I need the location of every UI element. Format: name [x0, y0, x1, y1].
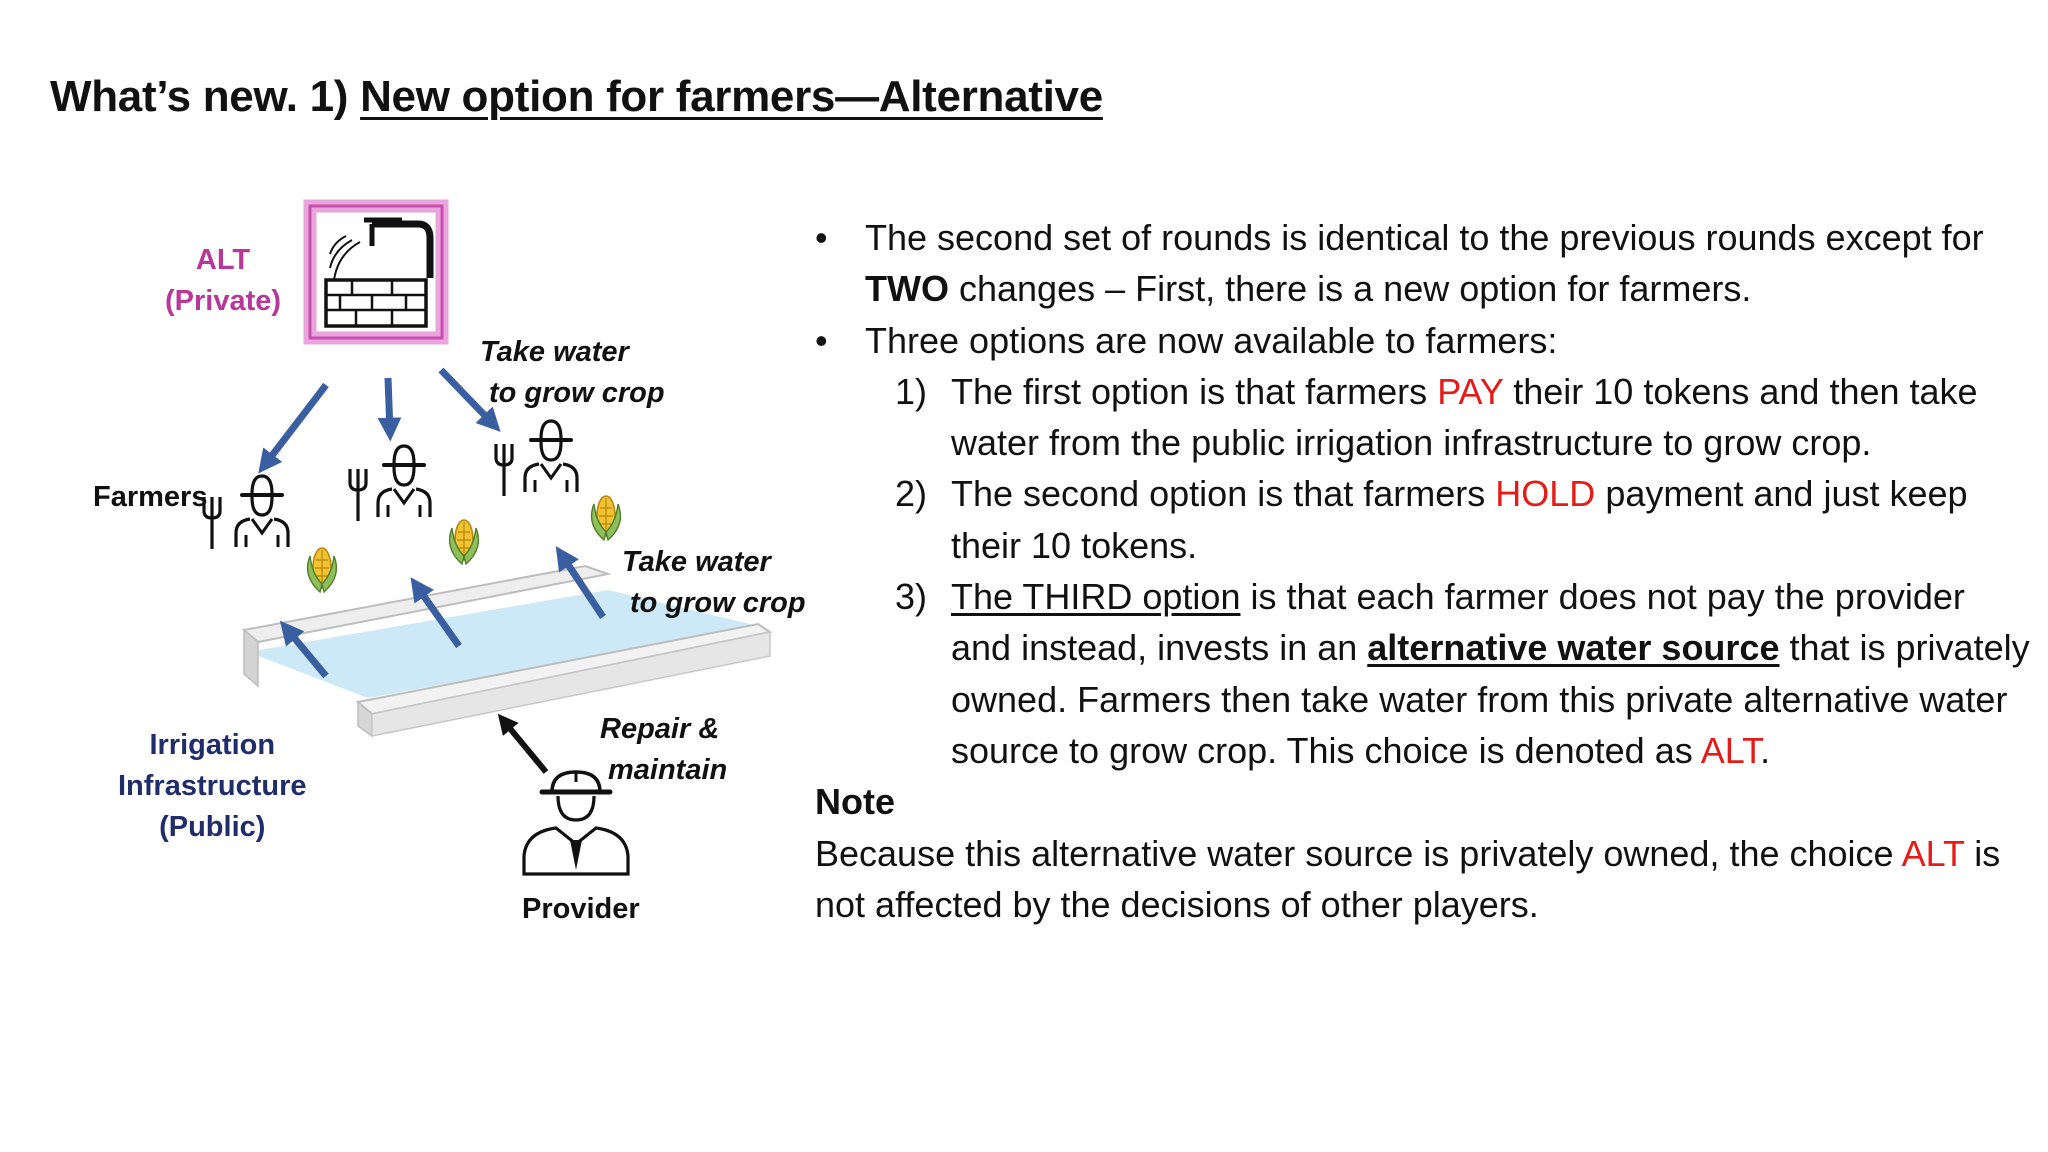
numbered-option-2: 2) The second option is that farmers HOLD…: [815, 468, 2030, 571]
farmer-icon: [494, 419, 622, 541]
title-underlined: New option for farmers—Alternative: [360, 72, 1103, 121]
irrigation-label: Irrigation Infrastructure (Public): [118, 725, 307, 848]
slide-title: What’s new. 1) New option for farmers—Al…: [50, 72, 1103, 122]
take-water-mid-line2: to grow crop: [630, 587, 806, 619]
option3-highlight: ALT: [1700, 729, 1761, 771]
option1-highlight: PAY: [1437, 370, 1504, 412]
farmer-icon: [348, 444, 480, 565]
option1-text-end: their 10 tokens and then take water from…: [951, 370, 1978, 464]
explanation-text: The second set of rounds is identical to…: [815, 212, 2030, 930]
title-prefix: What’s new. 1): [50, 72, 361, 121]
provider-worker-icon: [522, 770, 630, 876]
note-highlight: ALT: [1901, 832, 1965, 874]
option3-text-end: .: [1760, 729, 1771, 771]
farmer-icon: [202, 474, 338, 593]
take-water-top-line2: to grow crop: [489, 377, 665, 409]
repair-line2: maintain: [608, 754, 728, 786]
irrigation-line1: Irrigation: [149, 729, 276, 761]
take-water-label-top: Take water to grow crop: [480, 332, 665, 414]
option3-underlined: The THIRD option: [951, 576, 1241, 618]
option3-text: is that each farmer does not pay the pro…: [951, 576, 1965, 669]
note-text-end: is not affected by the decisions of othe…: [815, 832, 2001, 925]
bullet1-text-end: changes – First, there is a new option f…: [948, 268, 1752, 310]
take-water-mid-line1: Take water: [622, 546, 771, 578]
note-text-start: Because this alternative water source is…: [815, 832, 1902, 874]
option3-bold-underlined: alternative water source: [1367, 627, 1780, 669]
farmers-label: Farmers: [93, 481, 208, 513]
option-number: 1): [895, 370, 928, 412]
option2-text-end: payment and just keep their 10 tokens.: [951, 473, 1968, 566]
alt-label-line1: ALT: [195, 244, 251, 276]
provider-label: Provider: [522, 893, 640, 925]
option2-text: The second option is that farmers: [951, 473, 1496, 515]
take-water-label-mid: Take water to grow crop: [622, 542, 806, 624]
numbered-option-1: 1) The first option is that farmers PAY t…: [815, 366, 2030, 469]
alt-label: ALT (Private): [165, 240, 281, 322]
numbered-option-3: 3) The THIRD option is that each farmer d…: [815, 571, 2030, 776]
alt-label-line2: (Private): [165, 285, 282, 317]
option3-text-mid: that is privately owned. Farmers then ta…: [951, 627, 2030, 771]
option2-highlight: HOLD: [1495, 473, 1596, 515]
option-number: 2): [895, 473, 928, 515]
repair-maintain-label: Repair & maintain: [600, 709, 727, 791]
repair-line1: Repair &: [600, 713, 720, 745]
bullet-item: Three options are now available to farme…: [815, 315, 2030, 367]
diagram-graphics: [202, 199, 773, 876]
take-water-top-line1: Take water: [480, 336, 629, 368]
note-heading: Note: [815, 781, 895, 823]
option-number: 3): [895, 576, 928, 618]
irrigation-line3: (Public): [159, 811, 266, 843]
note-text: Because this alternative water source is…: [815, 828, 2030, 931]
bullet1-text: The second set of rounds is identical to…: [865, 217, 1984, 258]
bullet2-text: Three options are now available to farme…: [865, 319, 1558, 361]
arrow-icon: [258, 367, 606, 774]
irrigation-diagram: ALT (Private) Farmers Take water to grow…: [0, 180, 820, 940]
water-tap-well-icon: [303, 199, 449, 345]
irrigation-line2: Infrastructure: [118, 770, 307, 802]
bullet-item: The second set of rounds is identical to…: [815, 212, 2030, 315]
option1-text: The first option is that farmers: [951, 370, 1438, 412]
bullet1-bold: TWO: [865, 268, 949, 310]
